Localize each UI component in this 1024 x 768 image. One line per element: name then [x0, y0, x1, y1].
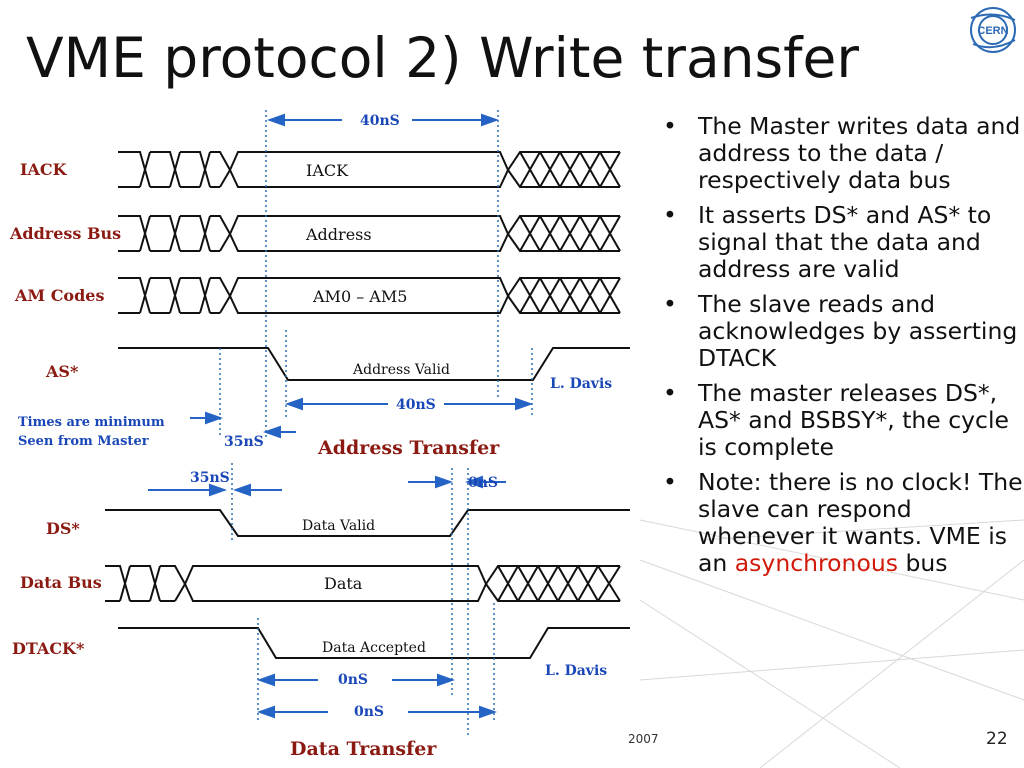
credit-top: L. Davis	[550, 376, 612, 392]
bullet-item: The slave reads and acknowledges by asse…	[660, 291, 1024, 372]
bullet-text-end: bus	[897, 549, 948, 577]
cern-logo: CERN	[963, 0, 1024, 62]
timing-0ns-dtack-a: 0nS	[338, 672, 368, 688]
bullet-item: Note: there is no clock! The slave can r…	[660, 469, 1024, 577]
signal-label-as: AS*	[45, 362, 79, 381]
signal-label-dtack: DTACK*	[12, 639, 85, 658]
bus-label-address: Address	[305, 225, 372, 244]
bullet-text: The master releases DS*, AS* and BSBSY*,…	[698, 379, 1009, 461]
bullet-item: The Master writes data and address to th…	[660, 113, 1024, 194]
timing-diagram: IACK Address Bus AM Codes AS* DS* Data B…	[0, 98, 640, 768]
state-label-data-accepted: Data Accepted	[322, 640, 426, 656]
signal-label-ds: DS*	[46, 519, 80, 538]
section-title-address-transfer: Address Transfer	[317, 437, 500, 459]
timing-40ns-as: 40nS	[396, 397, 436, 413]
bus-label-am: AM0 – AM5	[312, 287, 407, 306]
bus-label-iack: IACK	[306, 161, 349, 180]
bullet-text: It asserts DS* and AS* to signal that th…	[698, 201, 992, 283]
page-number: 22	[986, 729, 1008, 749]
timing-0ns-dtack-b: 0nS	[354, 704, 384, 720]
timing-0ns-ds: 0nS	[468, 475, 498, 491]
highlight-asynchronous: asynchronous	[734, 549, 898, 577]
state-label-data-valid: Data Valid	[302, 518, 375, 534]
logo-text: CERN	[977, 25, 1008, 37]
state-label-address-valid: Address Valid	[352, 362, 450, 378]
slide-title: VME protocol 2) Write transfer	[26, 26, 859, 90]
bullet-item: The master releases DS*, AS* and BSBSY*,…	[660, 380, 1024, 461]
bullet-item: It asserts DS* and AS* to signal that th…	[660, 202, 1024, 283]
bullet-list: The Master writes data and address to th…	[660, 113, 1024, 585]
note-times-minimum: Times are minimum	[18, 415, 165, 430]
footer-date: 2007	[628, 732, 659, 746]
signal-label-iack: IACK	[20, 160, 68, 179]
cern-logo-icon: CERN	[963, 0, 1024, 62]
signal-label-am-codes: AM Codes	[14, 286, 104, 305]
bullet-text: Note: there is no clock! The slave can r…	[698, 468, 1023, 577]
timing-35ns-ds: 35nS	[190, 470, 230, 486]
bullet-text: The Master writes data and address to th…	[698, 112, 1021, 194]
timing-35ns-as: 35nS	[224, 434, 264, 450]
timing-40ns-top: 40nS	[360, 113, 400, 129]
section-title-data-transfer: Data Transfer	[290, 738, 437, 760]
bullet-text: The slave reads and acknowledges by asse…	[698, 290, 1018, 372]
bus-label-data: Data	[324, 574, 363, 593]
signal-label-data-bus: Data Bus	[20, 573, 102, 592]
note-seen-from-master: Seen from Master	[18, 434, 149, 449]
signal-label-address-bus: Address Bus	[9, 224, 121, 243]
credit-bottom: L. Davis	[545, 663, 607, 679]
